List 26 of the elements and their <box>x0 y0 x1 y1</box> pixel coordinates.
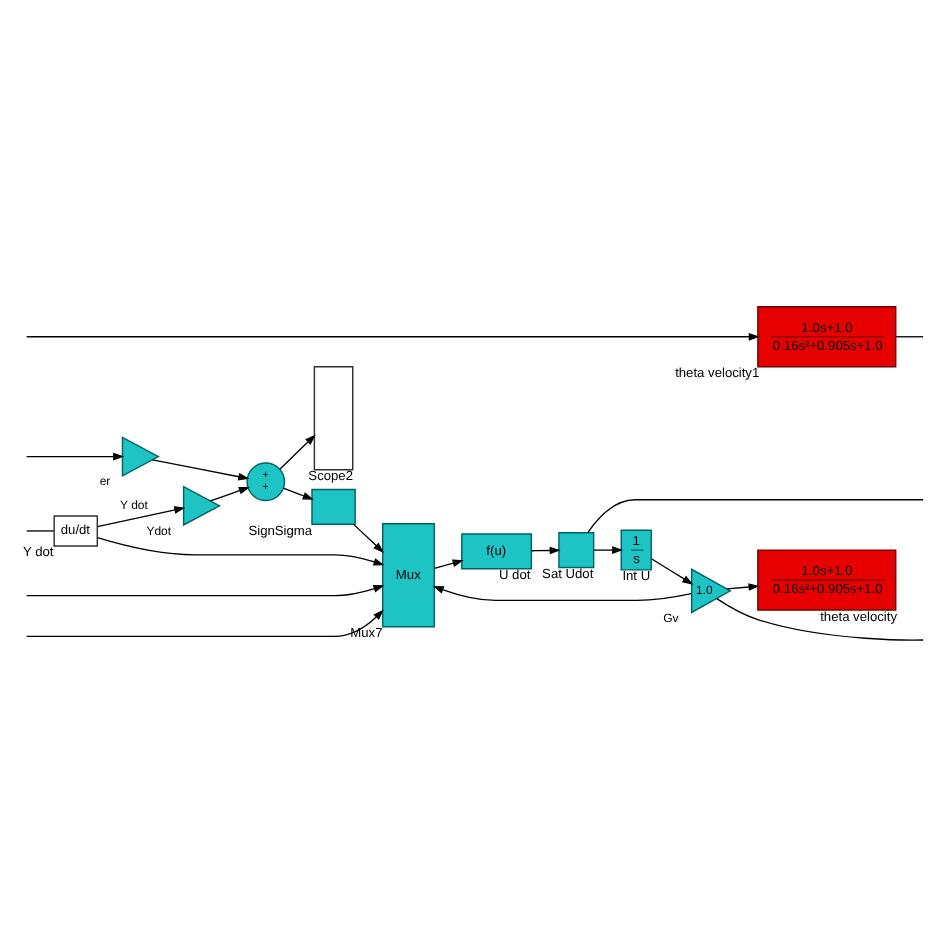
arrow <box>352 523 384 554</box>
arrow <box>26 452 125 461</box>
arrow <box>279 434 316 470</box>
connector <box>895 336 924 338</box>
arrow <box>96 506 186 528</box>
connector <box>587 499 924 534</box>
arrow <box>593 546 624 554</box>
node-triangle <box>121 436 160 477</box>
arrow <box>432 586 692 602</box>
connector <box>26 530 55 532</box>
arrow <box>433 559 464 569</box>
arrow <box>26 332 760 341</box>
arrow <box>726 583 760 591</box>
arrow <box>26 585 385 597</box>
node-box <box>558 532 595 569</box>
arrow <box>530 546 561 555</box>
arrow <box>26 609 384 638</box>
arrow <box>650 558 694 585</box>
arrow <box>96 537 385 566</box>
node-box <box>311 488 356 526</box>
arrow <box>282 487 314 500</box>
connector <box>716 597 924 641</box>
node-box <box>313 366 354 471</box>
arrow <box>151 459 250 481</box>
arrow <box>209 487 250 502</box>
node-triangle <box>182 485 222 527</box>
